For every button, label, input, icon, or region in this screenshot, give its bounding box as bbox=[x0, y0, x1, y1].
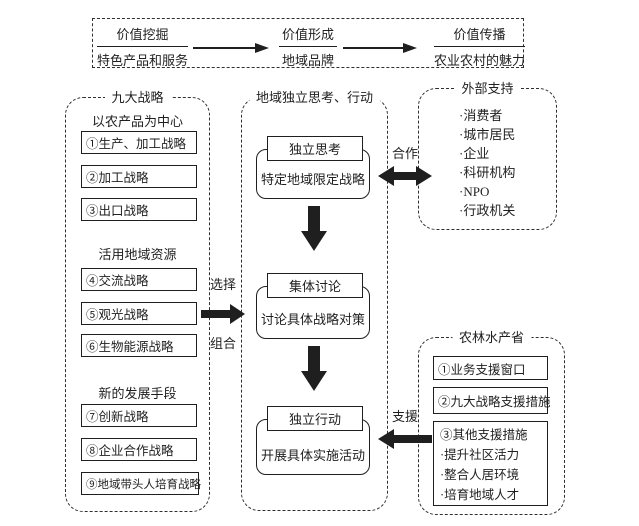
stage-think-label: 独立思考 bbox=[267, 136, 363, 161]
external-support-item-government: ·行政机关 bbox=[459, 203, 516, 218]
arrow-down-icon bbox=[301, 206, 327, 251]
stage-act-label: 独立行动 bbox=[267, 406, 363, 431]
ministry-panel: 农林水产省 ①业务支援窗口 ②九大战略支援措施 ③其他支援措施 ·提升社区活力 … bbox=[418, 329, 565, 515]
ministry-other-item-community: ·提升社区活力 bbox=[440, 448, 520, 462]
arrow-left-icon bbox=[378, 429, 432, 449]
external-support-item-research: ·科研机构 bbox=[459, 165, 516, 180]
arrow-right-icon bbox=[193, 42, 269, 54]
strategy-box-5: ⑤观光战略 bbox=[81, 302, 197, 325]
combine-label: 组合 bbox=[209, 336, 236, 351]
arrow-right-icon bbox=[343, 42, 417, 54]
group-heading-regional-resources: 活用地域资源 bbox=[98, 247, 177, 262]
group-heading-agri-products: 以农产品为中心 bbox=[91, 114, 183, 129]
value-stage-spreading-title: 价值传播 bbox=[434, 24, 526, 47]
ministry-other-item-talent: ·培育地域人才 bbox=[440, 488, 520, 502]
strategy-box-2: ②加工战略 bbox=[81, 165, 197, 188]
value-stage-forming-title: 价值形成 bbox=[279, 24, 338, 47]
ministry-box-other-support: ③其他支援措施 ·提升社区活力 ·整合人居环境 ·培育地域人才 bbox=[433, 421, 548, 506]
cooperate-label: 合作 bbox=[391, 146, 418, 161]
value-stage-mining-subtitle: 特色产品和服务 bbox=[97, 53, 189, 68]
external-support-list: ·消费者 ·城市居民 ·企业 ·科研机构 ·NPO ·行政机关 bbox=[459, 106, 515, 220]
strategy-box-8: ⑧企业合作战略 bbox=[81, 438, 197, 461]
arrow-right-icon bbox=[201, 304, 245, 324]
ministry-title: 农林水产省 bbox=[451, 329, 532, 346]
external-support-item-enterprises: ·企业 bbox=[459, 146, 490, 161]
strategy-box-1: ①生产、加工战略 bbox=[81, 131, 197, 154]
strategy-box-4: ④交流战略 bbox=[81, 268, 197, 291]
nine-strategies-title: 九大战略 bbox=[104, 89, 171, 106]
value-stage-spreading-subtitle: 农业农村的魅力 bbox=[434, 53, 526, 68]
nine-strategies-panel: 九大战略 以农产品为中心 ①生产、加工战略 ②加工战略 ③出口战略 活用地域资源… bbox=[65, 89, 210, 512]
external-support-item-consumers: ·消费者 bbox=[459, 108, 503, 123]
ministry-box-nine-strategy-support: ②九大战略支援措施 bbox=[433, 387, 551, 414]
external-support-panel: 外部支持 ·消费者 ·城市居民 ·企业 ·科研机构 ·NPO ·行政机关 bbox=[418, 80, 557, 230]
external-support-item-urban-residents: ·城市居民 bbox=[459, 127, 516, 142]
ministry-box-service-window: ①业务支援窗口 bbox=[433, 356, 548, 380]
value-stage-mining: 价值挖掘 特色产品和服务 bbox=[97, 24, 189, 69]
strategy-box-3: ③出口战略 bbox=[81, 198, 197, 221]
value-stage-spreading: 价值传播 农业农村的魅力 bbox=[434, 24, 526, 69]
group-heading-new-development: 新的发展手段 bbox=[98, 386, 177, 401]
value-stage-mining-title: 价值挖掘 bbox=[97, 24, 189, 47]
external-support-title: 外部支持 bbox=[454, 80, 521, 97]
ministry-other-item-living: ·整合人居环境 bbox=[440, 468, 520, 482]
arrow-double-horizontal-icon bbox=[378, 166, 432, 186]
strategy-box-7: ⑦创新战略 bbox=[81, 404, 197, 427]
select-label: 选择 bbox=[209, 277, 236, 292]
value-stage-forming-subtitle: 地域品牌 bbox=[282, 53, 335, 68]
value-chain-panel: 价值挖掘 特色产品和服务 价值形成 地域品牌 价值传播 农业农村的魅力 bbox=[92, 18, 526, 69]
support-label: 支援 bbox=[391, 409, 418, 424]
value-stage-forming: 价值形成 地域品牌 bbox=[279, 24, 338, 69]
strategy-box-9: ⑨地域带头人培育战略 bbox=[81, 472, 201, 495]
external-support-item-npo: ·NPO bbox=[459, 184, 490, 199]
stage-discuss-label: 集体讨论 bbox=[267, 273, 363, 298]
strategy-box-6: ⑥生物能源战略 bbox=[81, 334, 197, 357]
arrow-down-icon bbox=[301, 346, 327, 391]
region-action-panel: 地域独立思考、行动 独立思考 特定地域限定战略 集体讨论 讨论具体战略对策 独立… bbox=[241, 89, 388, 511]
ministry-other-support-label: ③其他支援措施 bbox=[440, 428, 528, 442]
region-action-title: 地域独立思考、行动 bbox=[248, 89, 381, 106]
